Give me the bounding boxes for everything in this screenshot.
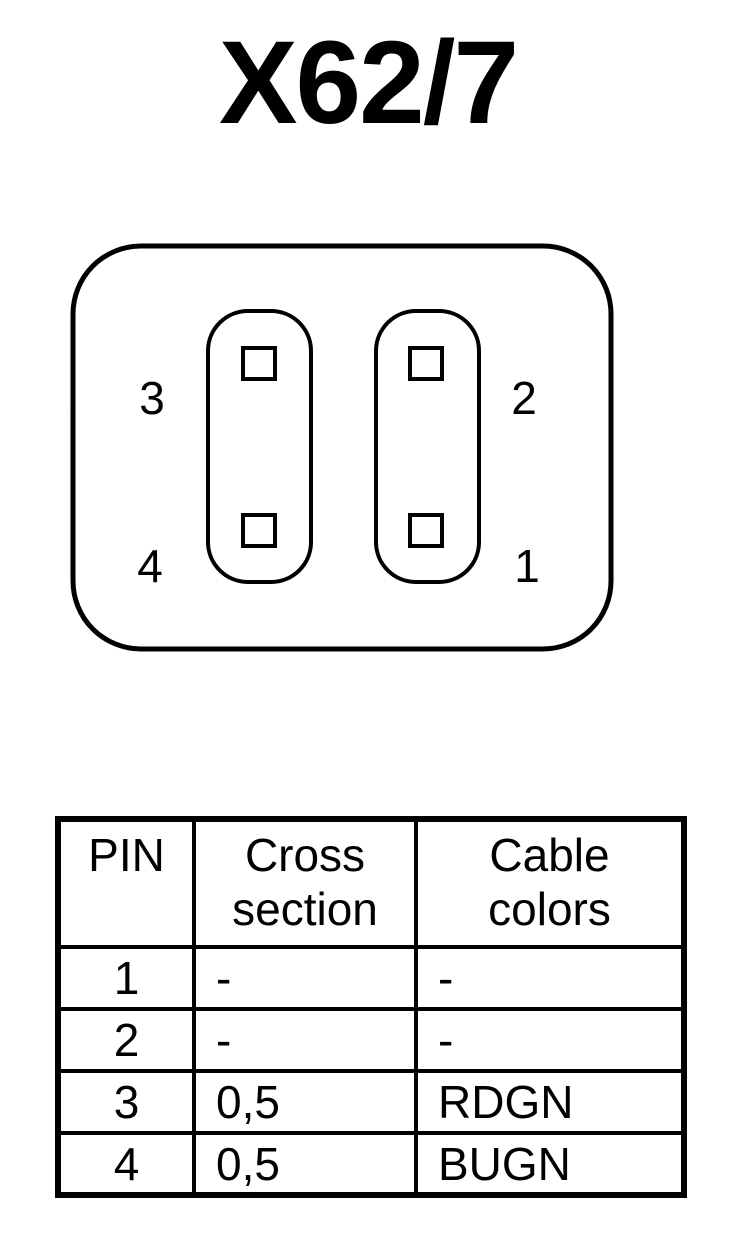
connector-title: X62/7: [218, 17, 519, 149]
cell-cable-color: BUGN: [414, 1131, 686, 1197]
cell-cross-section: 0,5: [192, 1131, 418, 1197]
pin-label-2: 2: [511, 372, 537, 424]
cell-cross-section: -: [192, 1007, 418, 1073]
cell-cross-section: -: [192, 945, 418, 1011]
header-cross-section: Cross section: [192, 817, 418, 949]
table-row: 1 - -: [56, 945, 686, 1011]
table-row: 4 0,5 BUGN: [56, 1131, 686, 1197]
pin-label-4: 4: [137, 540, 163, 592]
cell-pin: 3: [56, 1069, 196, 1135]
pin-4-contact: [241, 513, 277, 548]
pin-label-3: 3: [139, 372, 165, 424]
cell-pin: 4: [56, 1131, 196, 1197]
pin-1-contact: [408, 513, 444, 548]
cell-cross-section: 0,5: [192, 1069, 418, 1135]
pin-label-1: 1: [514, 540, 540, 592]
header-pin: PIN: [56, 817, 196, 949]
cell-pin: 2: [56, 1007, 196, 1073]
cell-pin: 1: [56, 945, 196, 1011]
pin-assignment-table: PIN Cross section Cable colors 1 - - 2 -…: [55, 816, 687, 1198]
right-pin-bridge: [374, 309, 481, 584]
connector-diagram: 3 4 2 1: [70, 243, 614, 652]
cell-cable-color: RDGN: [414, 1069, 686, 1135]
cell-cable-color: -: [414, 945, 686, 1011]
table-row: 2 - -: [56, 1007, 686, 1073]
left-pin-bridge: [206, 309, 313, 584]
header-cable-colors: Cable colors: [414, 817, 686, 949]
pin-3-contact: [241, 346, 277, 381]
table-header-row: PIN Cross section Cable colors: [56, 817, 686, 949]
pin-2-contact: [408, 346, 444, 381]
table-row: 3 0,5 RDGN: [56, 1069, 686, 1135]
connector-housing: [70, 243, 614, 652]
cell-cable-color: -: [414, 1007, 686, 1073]
